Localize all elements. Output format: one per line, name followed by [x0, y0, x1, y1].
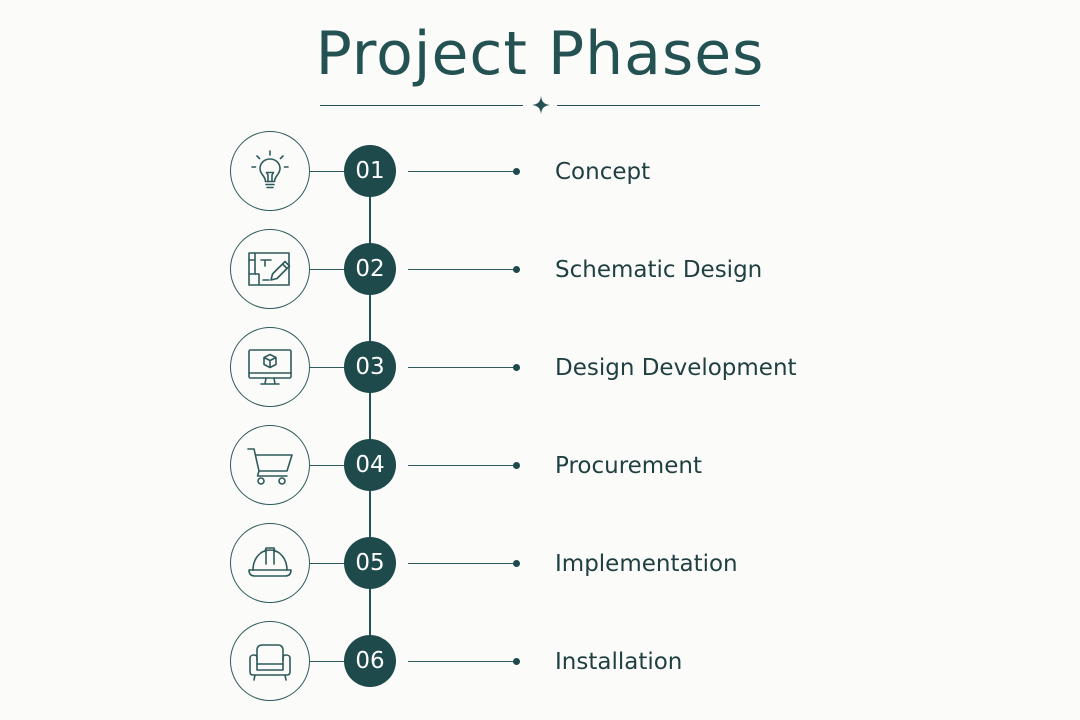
- connector-left: [310, 465, 346, 467]
- timeline-spine: [369, 172, 371, 662]
- phase-icon-circle: [230, 523, 310, 603]
- connector-right: [408, 661, 514, 663]
- title-divider: [320, 92, 760, 120]
- page-title: Project Phases: [315, 19, 765, 89]
- phase-label: Design Development: [555, 355, 797, 381]
- connector-dot: [513, 168, 520, 175]
- phase-label: Procurement: [555, 453, 702, 479]
- phase-icon-circle: [230, 131, 310, 211]
- connector-right: [408, 465, 514, 467]
- connector-dot: [513, 560, 520, 567]
- phase-number-badge: 02: [344, 243, 396, 295]
- connector-left: [310, 171, 346, 173]
- phase-number-badge: 05: [344, 537, 396, 589]
- connector-right: [408, 171, 514, 173]
- phase-icon-circle: [230, 425, 310, 505]
- connector-dot: [513, 364, 520, 371]
- phase-number-badge: 06: [344, 635, 396, 687]
- phase-icon-circle: [230, 327, 310, 407]
- connector-left: [310, 661, 346, 663]
- phase-item-implementation: 05 Implementation: [0, 523, 1080, 607]
- phase-item-installation: 06 Installation: [0, 621, 1080, 705]
- connector-right: [408, 367, 514, 369]
- phase-label: Schematic Design: [555, 257, 763, 283]
- phase-number-badge: 03: [344, 341, 396, 393]
- lightbulb-icon: [251, 150, 289, 189]
- phase-label: Concept: [555, 159, 651, 185]
- sparkle-icon: [532, 96, 550, 114]
- phase-item-schematic-design: 02 Schematic Design: [0, 229, 1080, 313]
- divider-line-right: [557, 105, 760, 106]
- phase-icon-circle: [230, 229, 310, 309]
- blueprint-pencil-icon: [248, 252, 291, 286]
- connector-left: [310, 563, 346, 565]
- connector-right: [408, 563, 514, 565]
- phase-icon-circle: [230, 621, 310, 701]
- connector-right: [408, 269, 514, 271]
- phase-label: Installation: [555, 649, 683, 675]
- shopping-cart-icon: [247, 448, 293, 485]
- connector-dot: [513, 658, 520, 665]
- hard-hat-icon: [248, 547, 292, 577]
- phase-number-badge: 01: [344, 145, 396, 197]
- phase-number-badge: 04: [344, 439, 396, 491]
- phase-item-design-development: 03 Design Development: [0, 327, 1080, 411]
- connector-left: [310, 367, 346, 369]
- monitor-cube-icon: [248, 349, 292, 385]
- armchair-icon: [249, 644, 291, 681]
- connector-left: [310, 269, 346, 271]
- connector-dot: [513, 266, 520, 273]
- divider-line-left: [320, 105, 523, 106]
- phase-label: Implementation: [555, 551, 738, 577]
- phase-item-procurement: 04 Procurement: [0, 425, 1080, 509]
- phase-item-concept: 01 Concept: [0, 131, 1080, 215]
- connector-dot: [513, 462, 520, 469]
